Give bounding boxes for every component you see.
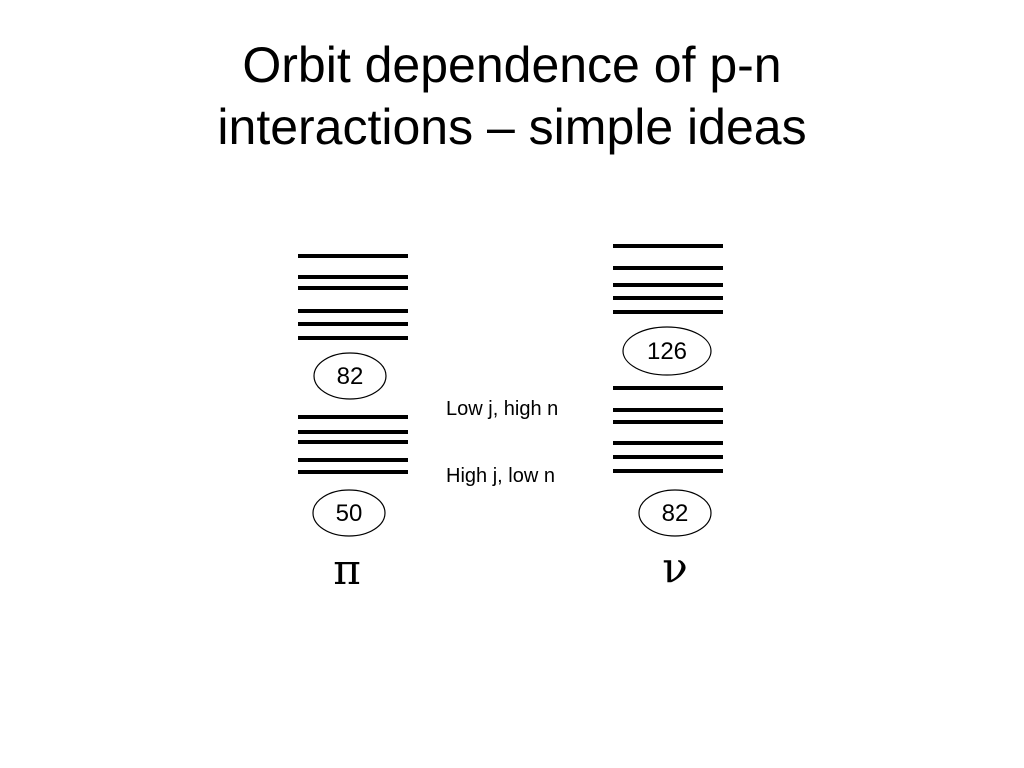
shell-ellipse <box>312 489 386 537</box>
neutron-symbol: ν <box>662 543 688 592</box>
shell-number: 50 <box>336 500 363 527</box>
proton-upper-group <box>298 254 408 340</box>
neutron-upper-group <box>613 244 723 314</box>
shell-ellipse <box>313 352 387 400</box>
proton-levels <box>298 254 408 474</box>
neutron-lower-group <box>613 386 723 473</box>
proton-lower-group <box>298 415 408 474</box>
shell-ellipse <box>622 326 712 376</box>
title-line-2: interactions – simple ideas <box>217 99 807 155</box>
title-line-1: Orbit dependence of p-n <box>242 37 782 93</box>
label-low-j-high-n: Low j, high n <box>446 398 558 420</box>
proton-shell-82: 82 <box>313 352 387 400</box>
proton-symbol: π <box>333 545 361 594</box>
shell-number: 82 <box>662 500 689 527</box>
shell-number: 82 <box>337 363 364 390</box>
label-high-j-low-n: High j, low n <box>446 465 555 487</box>
shell-number: 126 <box>647 338 687 365</box>
proton-shell-50: 50 <box>312 489 386 537</box>
shell-ellipse <box>638 489 712 537</box>
slide-title: Orbit dependence of p-n interactions – s… <box>0 34 1024 158</box>
neutron-shell-126: 126 <box>622 326 712 376</box>
neutron-levels <box>613 244 723 473</box>
neutron-shell-82: 82 <box>638 489 712 537</box>
